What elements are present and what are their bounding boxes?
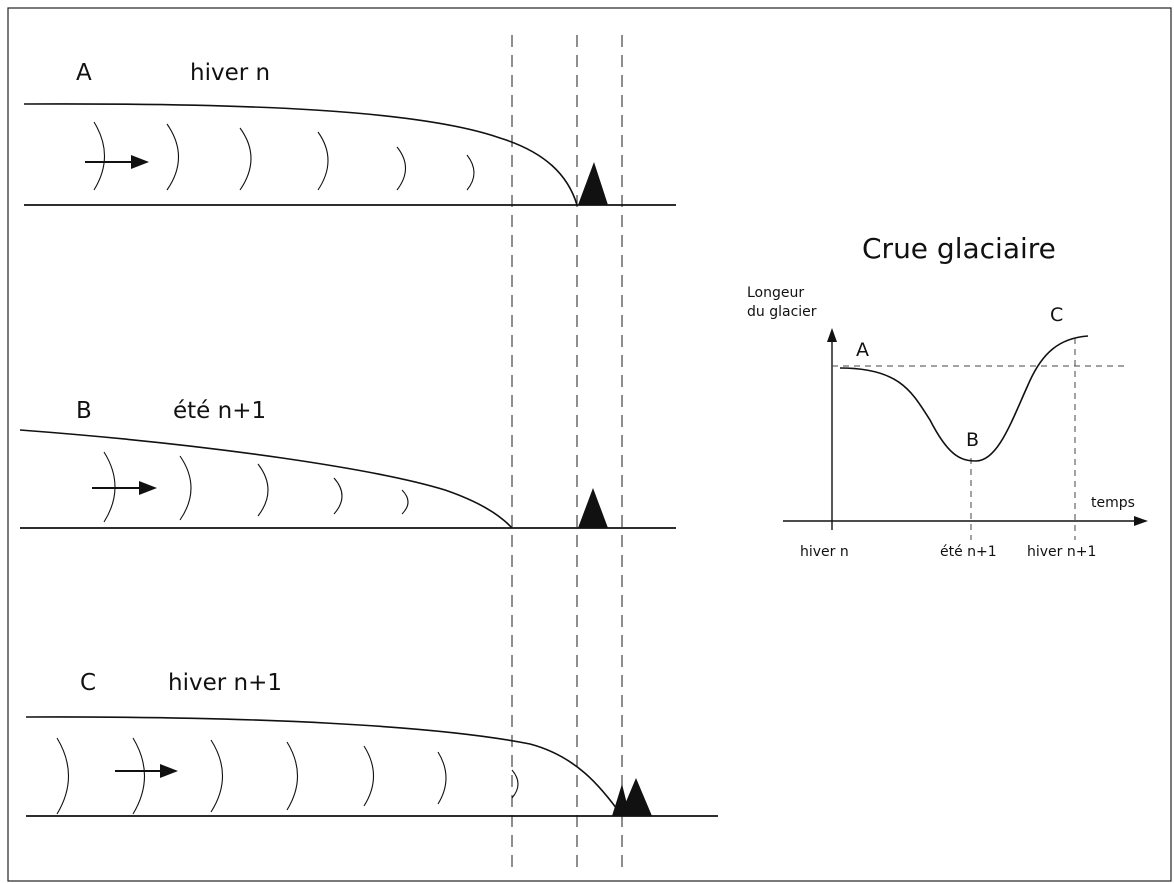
panel-c: C hiver n+1 — [25, 670, 718, 817]
panel-c-ice-surface — [25, 716, 623, 817]
x-axis-arrow — [1134, 516, 1148, 526]
panel-b-arrow-head — [139, 481, 157, 495]
tick-hiver-n: hiver n — [800, 544, 849, 560]
panel-c-moraine-right — [620, 778, 652, 816]
panel-a-ice-surface — [23, 103, 578, 206]
point-b-label: B — [966, 429, 979, 451]
panel-c-arrow-head — [160, 764, 178, 778]
graph-ylabel-line1: Longeur — [747, 285, 804, 301]
panel-b: B été n+1 — [19, 398, 676, 529]
tick-ete-n1: été n+1 — [940, 544, 997, 560]
tick-hiver-n1: hiver n+1 — [1027, 544, 1096, 560]
point-c-label: C — [1050, 304, 1063, 326]
panel-a: A hiver n — [23, 60, 676, 206]
frame — [7, 7, 1172, 882]
panel-c-letter: C — [80, 670, 96, 696]
panel-b-letter: B — [76, 398, 92, 424]
panel-a-moraine — [578, 162, 608, 205]
panel-b-moraine — [578, 488, 608, 528]
panel-b-ice-surface — [19, 429, 513, 529]
y-axis-arrow — [827, 328, 837, 342]
graph-ylabel-line2: du glacier — [747, 304, 817, 320]
point-a-label: A — [856, 339, 869, 361]
panel-c-season: hiver n+1 — [168, 670, 282, 696]
crue-graph: Crue glaciaire Longeur du glacier temps … — [747, 232, 1148, 560]
x-axis-label: temps — [1091, 495, 1135, 511]
panel-a-season: hiver n — [190, 60, 270, 86]
graph-title: Crue glaciaire — [862, 232, 1056, 265]
panel-b-season: été n+1 — [173, 398, 266, 424]
glacier-length-curve — [839, 335, 1089, 462]
panel-a-arrow-head — [131, 155, 149, 169]
panel-a-letter: A — [76, 60, 92, 86]
